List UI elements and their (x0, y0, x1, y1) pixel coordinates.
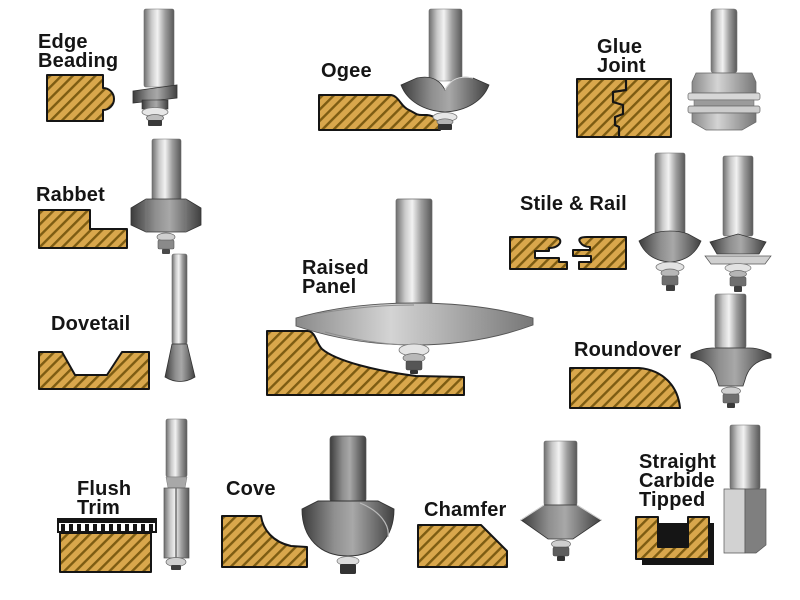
rabbet-label: Rabbet (36, 184, 105, 206)
stile-rail-profile (509, 236, 627, 270)
stile-rail-bit-1 (638, 152, 702, 291)
ogee-label: Ogee (321, 60, 372, 82)
dovetail-label: Dovetail (51, 313, 131, 335)
roundover-bit (690, 293, 772, 408)
stile-rail-label: Stile & Rail (520, 193, 627, 215)
roundover-label: Roundover (574, 339, 682, 361)
glue-joint-bit (687, 8, 761, 131)
rabbet-profile (38, 209, 128, 249)
straight-profile (635, 516, 714, 565)
flush-trim-bit (163, 418, 190, 570)
dovetail-profile (38, 351, 150, 390)
roundover-profile (569, 367, 681, 409)
glue-joint-label: Glue Joint (597, 36, 646, 77)
raised-panel-profile (266, 330, 465, 396)
stile-rail-bit-2 (704, 155, 772, 292)
straight-label: Straight Carbide Tipped (639, 451, 717, 511)
cove-profile (221, 515, 308, 568)
glue-joint-profile (576, 78, 672, 138)
raised-panel-bit (295, 198, 534, 374)
raised-panel-label: Raised Panel (302, 257, 369, 298)
edge-beading-label: Edge Beading (38, 31, 119, 72)
edge-beading-profile (46, 74, 115, 122)
flush-trim-label: Flush Trim (77, 478, 132, 519)
ogee-bit (400, 8, 490, 130)
rabbet-bit (130, 138, 202, 254)
chamfer-label: Chamfer (424, 499, 507, 521)
chamfer-profile (417, 524, 508, 568)
flush-trim-profile (57, 518, 157, 573)
dovetail-bit (164, 253, 196, 382)
straight-bit (723, 424, 767, 554)
cove-bit (301, 435, 395, 574)
edge-beading-bit (132, 8, 178, 126)
cove-label: Cove (226, 478, 276, 500)
chamfer-bit (520, 440, 602, 561)
